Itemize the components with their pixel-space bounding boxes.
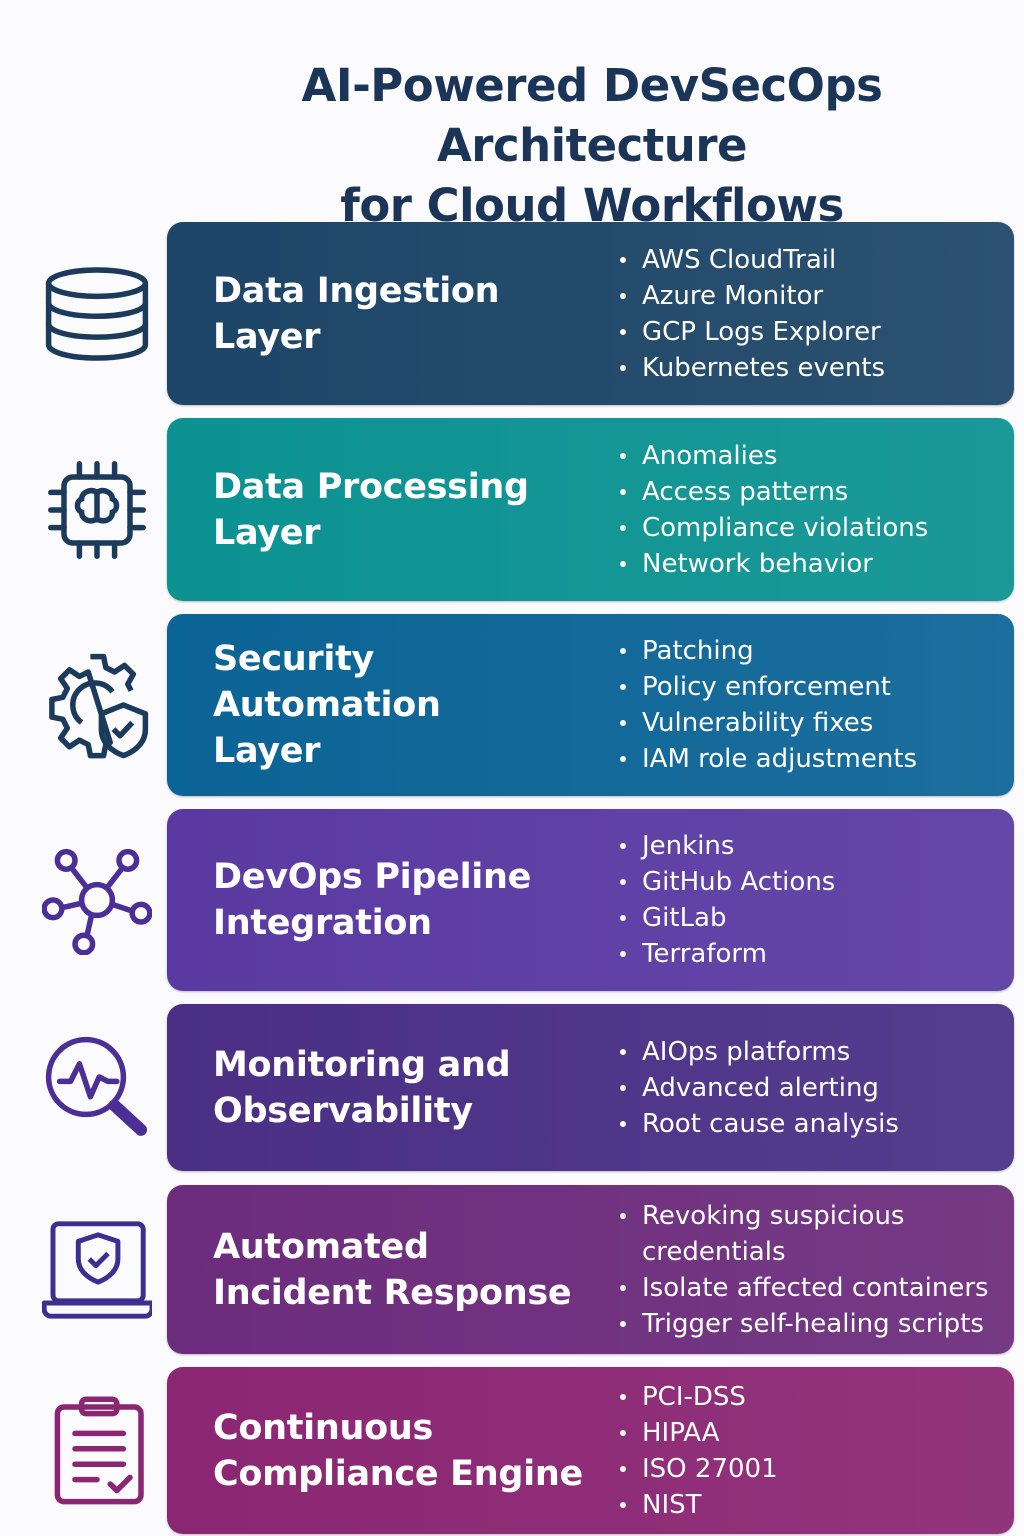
layer-item: Access patterns — [617, 474, 928, 510]
layer-item: Vulnerability fixes — [617, 705, 917, 741]
network-hub-icon — [38, 809, 156, 991]
layer-item: Trigger self-healing scripts — [617, 1306, 989, 1342]
layer-heading: Monitoring and Observability — [213, 1042, 613, 1134]
layer-heading: Data Processing Layer — [213, 464, 613, 556]
layer-card: Automated Incident Response Revoking sus… — [167, 1185, 1014, 1354]
layer-heading-line: Data Ingestion — [213, 270, 500, 311]
layer-heading-line: Compliance Engine — [213, 1453, 583, 1494]
layer-heading-line: Security Automation — [213, 639, 441, 725]
page-title: AI-Powered DevSecOps Architecture for Cl… — [150, 56, 1024, 236]
layer-heading-line: Automated — [213, 1226, 429, 1267]
layer-item: GitLab — [617, 900, 835, 936]
layer-heading-line: Layer — [213, 316, 321, 357]
layer-item: ISO 27001 — [617, 1451, 778, 1487]
layer-heading: Data Ingestion Layer — [213, 268, 613, 360]
layer-heading: Continuous Compliance Engine — [213, 1405, 613, 1497]
layer-item: AIOps platforms — [617, 1034, 899, 1070]
layer-heading: Security Automation Layer — [213, 636, 613, 774]
database-icon — [38, 222, 156, 405]
layer-item: NIST — [617, 1487, 778, 1523]
layer-item: Network behavior — [617, 546, 928, 582]
layer-heading-line: Integration — [213, 903, 432, 943]
layer-item: GitHub Actions — [617, 864, 835, 900]
layer-heading: DevOps Pipeline Integration — [213, 854, 613, 946]
layer-heading: Automated Incident Response — [213, 1224, 613, 1316]
layer-item: HIPAA — [617, 1415, 778, 1451]
layer-heading-line: Observability — [213, 1090, 473, 1131]
title-line-1: AI-Powered DevSecOps Architecture — [301, 59, 883, 172]
layer-item: Azure Monitor — [617, 278, 885, 314]
layer-item: Kubernetes events — [617, 350, 885, 386]
layer-item: Jenkins — [617, 828, 835, 864]
layer-row-monitoring: Monitoring and Observability AIOps platf… — [0, 1004, 1024, 1171]
layer-heading-line: Continuous — [213, 1407, 434, 1448]
layer-heading-line: Incident Response — [213, 1272, 572, 1313]
layer-heading-line: DevOps Pipeline — [213, 857, 532, 897]
layer-item: Root cause analysis — [617, 1106, 899, 1142]
layer-item: PCI-DSS — [617, 1379, 778, 1415]
layer-item: Isolate affected containers — [617, 1270, 989, 1306]
layer-heading-line: Monitoring and — [213, 1044, 511, 1085]
layer-card: Monitoring and Observability AIOps platf… — [167, 1004, 1014, 1171]
layer-item: Patching — [617, 633, 917, 669]
clipboard-check-icon — [38, 1367, 156, 1534]
layer-item: Compliance violations — [617, 510, 928, 546]
layer-item: Terraform — [617, 936, 835, 972]
layer-item: Anomalies — [617, 438, 928, 474]
layer-row-incident-response: Automated Incident Response Revoking sus… — [0, 1185, 1024, 1354]
layer-item: GCP Logs Explorer — [617, 314, 885, 350]
gear-shield-icon — [38, 614, 156, 796]
ai-chip-icon — [38, 418, 156, 601]
layer-heading-line: Data Processing — [213, 466, 529, 507]
layer-item: Advanced alerting — [617, 1070, 899, 1106]
layer-item: AWS CloudTrail — [617, 242, 885, 278]
layer-item: Policy enforcement — [617, 669, 917, 705]
layer-heading-line: Layer — [213, 512, 321, 553]
layer-item: Revoking suspicious credentials — [617, 1198, 982, 1270]
laptop-shield-icon — [38, 1185, 156, 1354]
magnifier-pulse-icon — [38, 1004, 156, 1171]
layer-item: IAM role adjustments — [617, 741, 917, 777]
layer-heading-line: Layer — [213, 731, 321, 771]
